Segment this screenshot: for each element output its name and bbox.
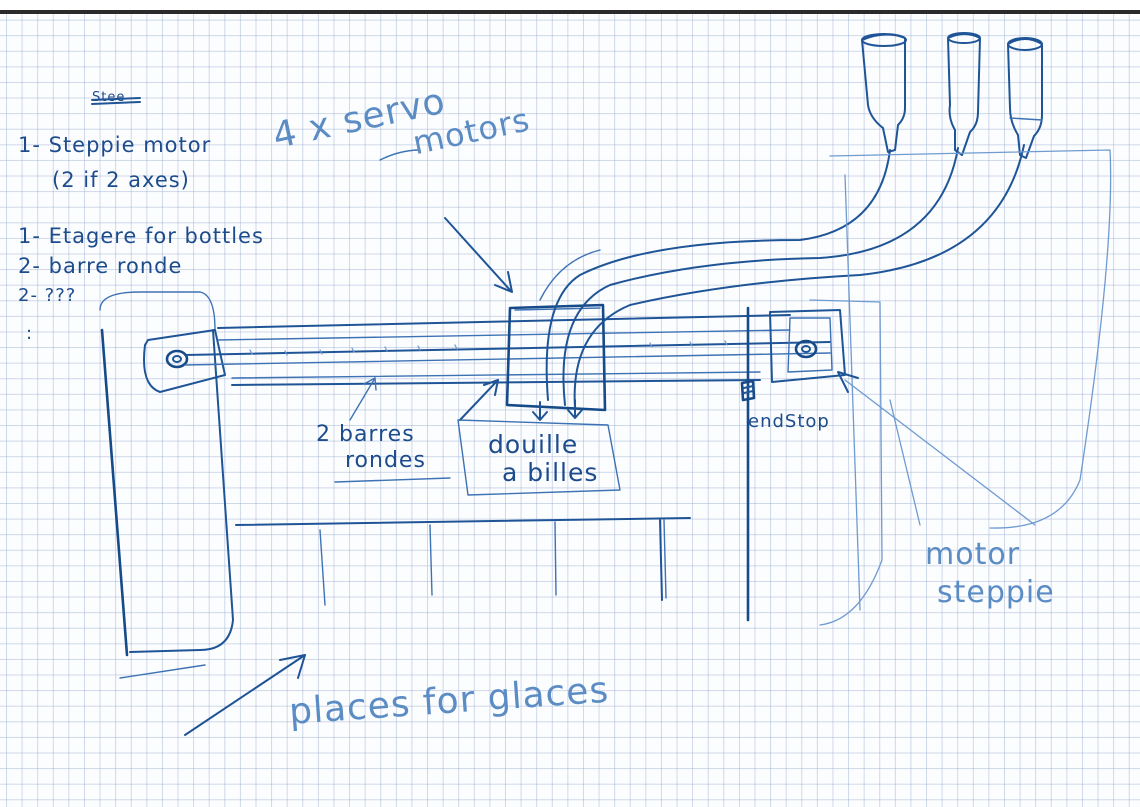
motor-label-line1: motor xyxy=(925,537,1021,572)
right-pulley-mount xyxy=(769,309,846,383)
rails-label-line1: 2 barres xyxy=(316,422,415,447)
douille-label-line2: a billes xyxy=(502,458,599,487)
crossed-out-scribble xyxy=(91,97,141,105)
left-frame-outline xyxy=(99,291,234,679)
crossed-word: Stee xyxy=(92,90,126,105)
carriage-block xyxy=(505,303,607,421)
left-pulley xyxy=(165,349,189,369)
shelf-outline xyxy=(809,149,1112,626)
parts-ellipsis: : xyxy=(26,323,34,344)
endstop-label: endStop xyxy=(748,411,830,432)
parts-item-stepper-note: (2 if 2 axes) xyxy=(52,168,190,192)
right-pulley xyxy=(794,339,818,359)
parts-item-etagere: 1- Etagere for bottles xyxy=(18,224,264,248)
parts-item-barre: 2- barre ronde xyxy=(18,254,183,278)
servo-hoses xyxy=(539,144,1025,409)
parts-item-stepper: 1- Steppie motor xyxy=(18,133,212,157)
left-pulley-mount xyxy=(143,329,226,393)
motor-label-line2: steppie xyxy=(937,575,1055,610)
parts-item-four: 2- ??? xyxy=(18,285,77,306)
bottles xyxy=(861,32,1043,159)
douille-label-line1: douille xyxy=(488,430,579,459)
glass-places xyxy=(235,517,691,606)
annotation-arrows xyxy=(184,217,1036,736)
label-boxes xyxy=(334,149,621,496)
endstop xyxy=(740,306,756,622)
rails-label-line2: rondes xyxy=(345,448,426,473)
